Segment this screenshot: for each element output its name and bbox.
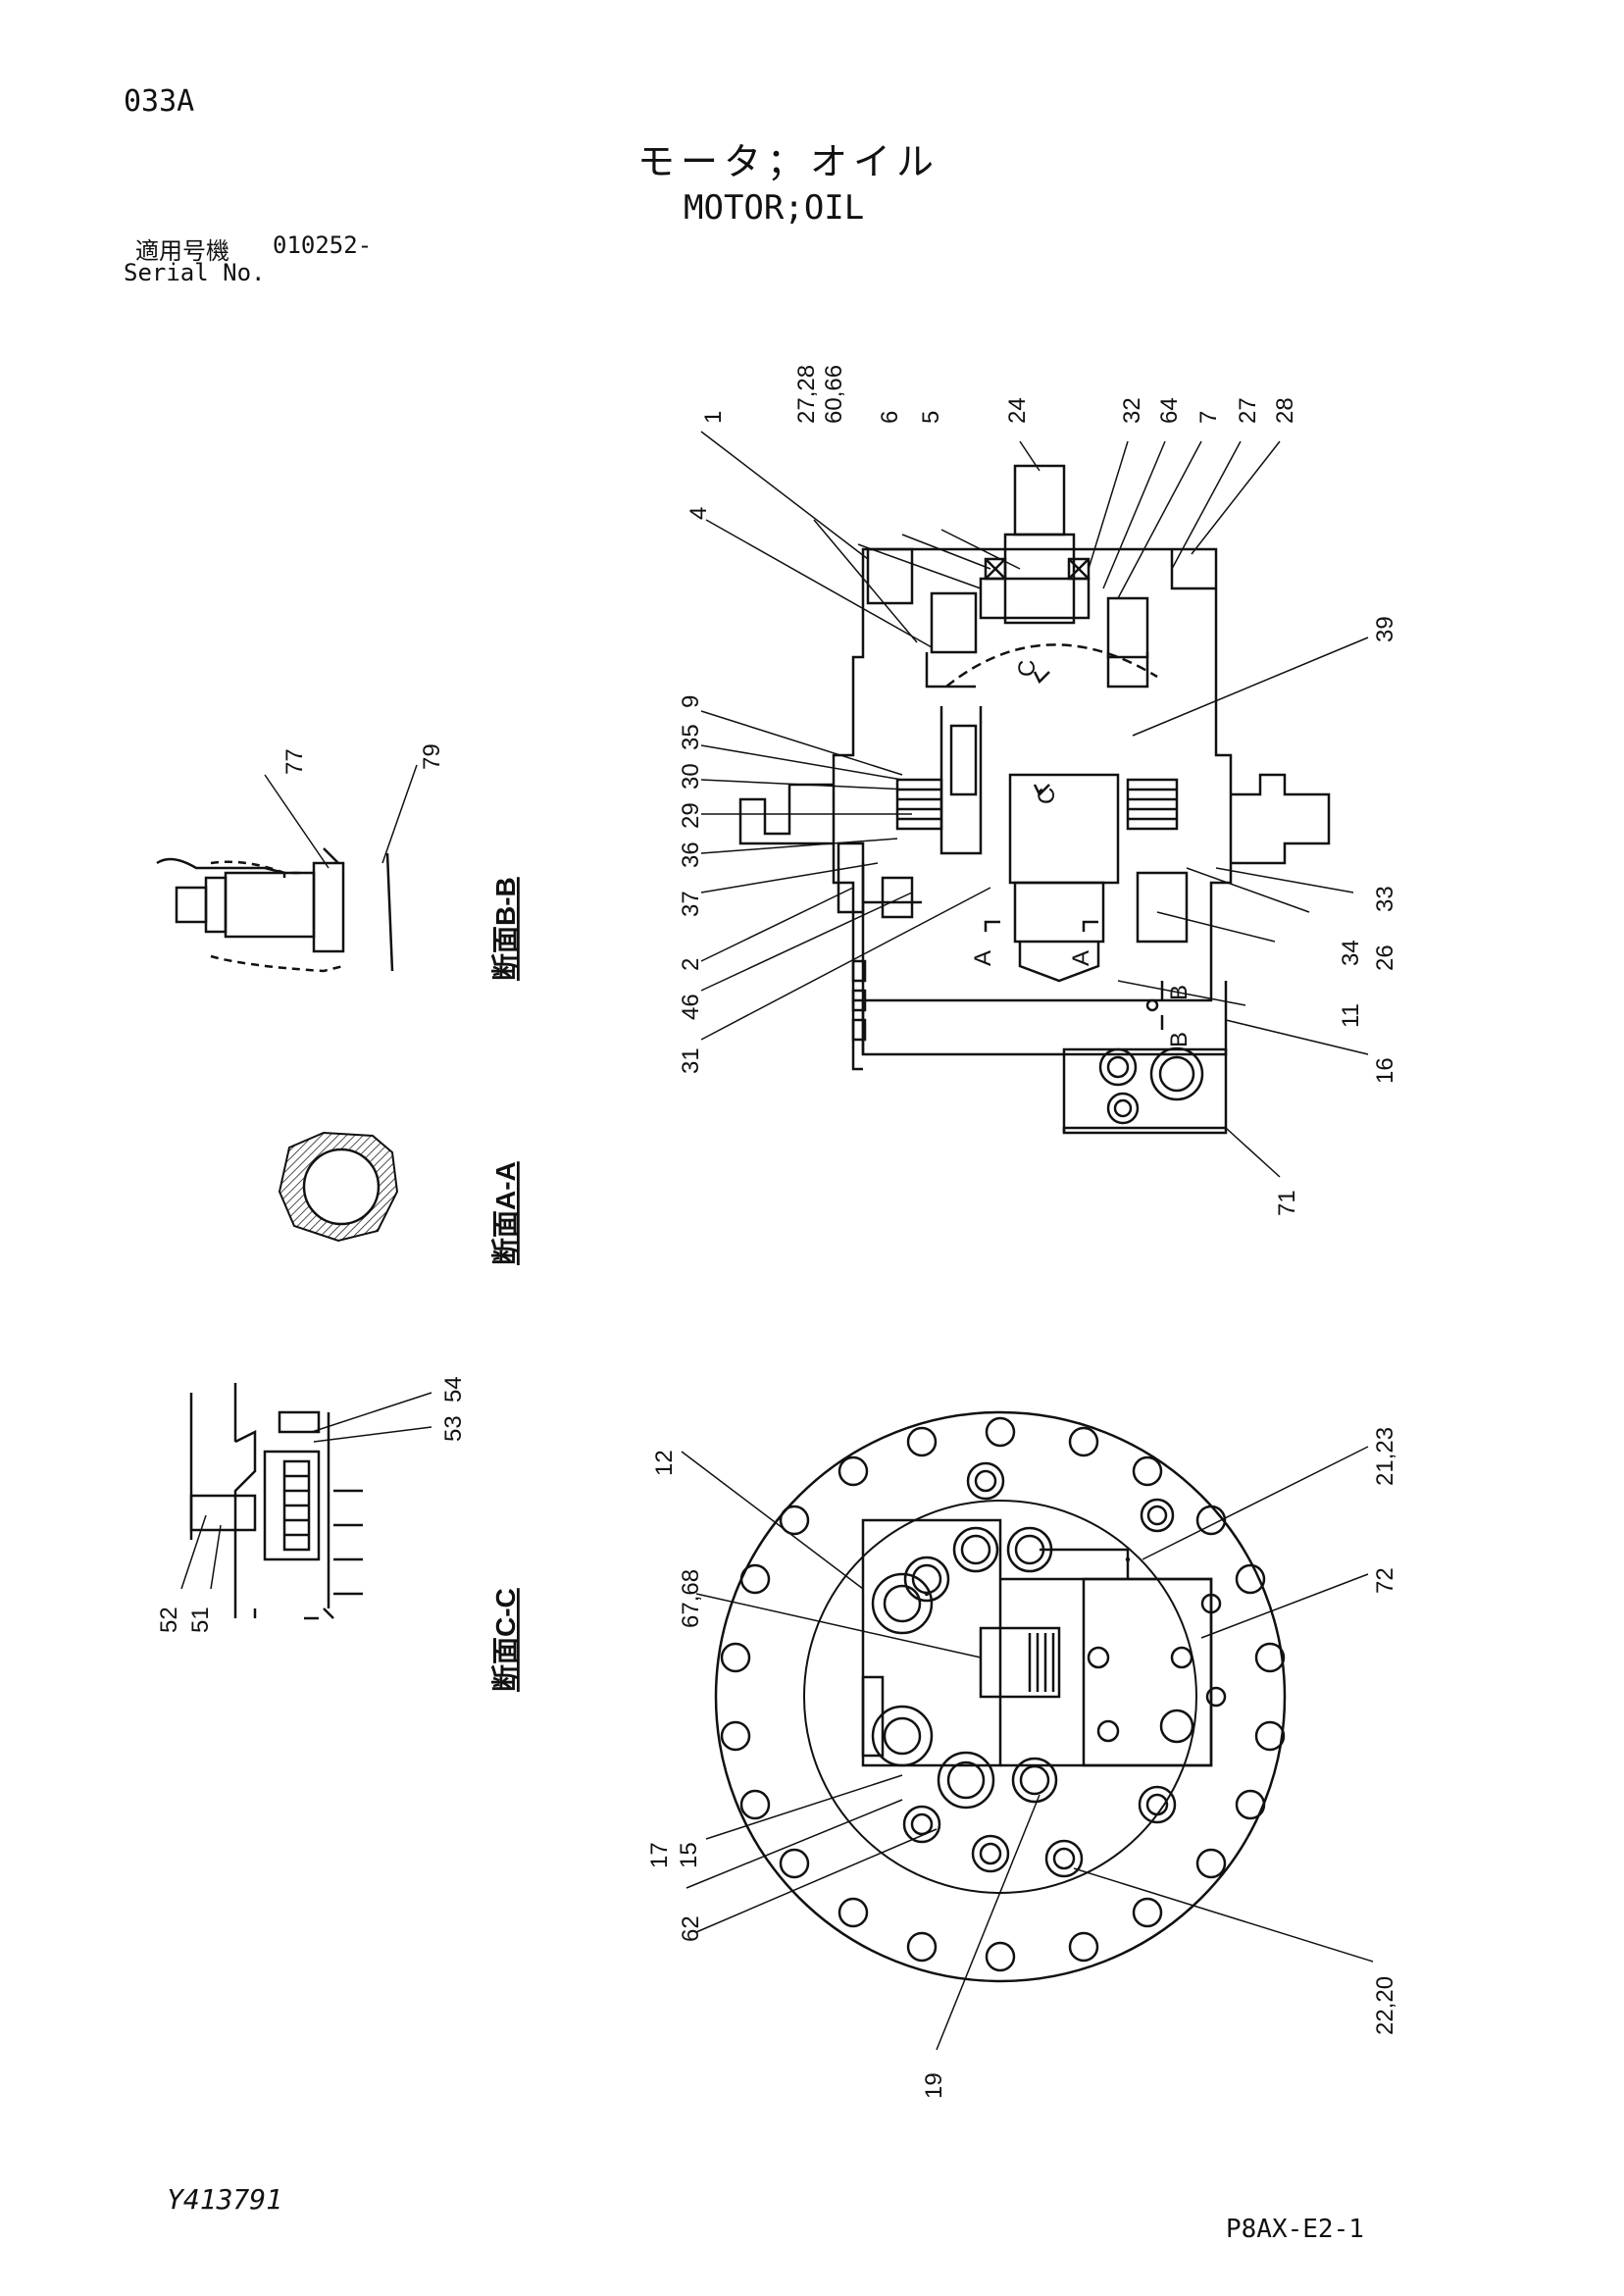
callout-29: 29 [678, 802, 704, 829]
callout-2: 2 [678, 958, 704, 971]
callout-19: 19 [921, 2072, 947, 2099]
section-markers: A A B B C C [970, 660, 1193, 1047]
callout-27-28: 27,28 [793, 365, 820, 424]
section-marker-c-mid: C [1034, 788, 1060, 804]
section-cc-view [180, 1383, 432, 1620]
section-bb-view [156, 764, 418, 973]
callout-71: 71 [1274, 1190, 1300, 1216]
flange-bolt-holes [720, 1416, 1286, 1972]
callout-37: 37 [678, 891, 704, 917]
callout-26: 26 [1372, 944, 1398, 971]
callout-67-68: 67,68 [678, 1569, 704, 1628]
callout-9: 9 [678, 695, 704, 708]
callout-46: 46 [678, 994, 704, 1020]
section-aa-label: 断面A-A [489, 1161, 521, 1265]
section-marker-c-top: C [1014, 660, 1040, 677]
callout-31: 31 [678, 1047, 704, 1074]
callout-32: 32 [1119, 397, 1145, 424]
callout-62: 62 [678, 1915, 704, 1942]
callout-72: 72 [1372, 1567, 1398, 1594]
callout-53: 53 [440, 1415, 467, 1442]
section-bb-label: 断面B-B [489, 877, 521, 981]
page-reference: P8AX-E2-1 [1226, 2215, 1364, 2244]
callout-54: 54 [440, 1376, 467, 1403]
document-id: Y413791 [167, 2183, 283, 2216]
callout-39: 39 [1372, 616, 1398, 642]
callout-12: 12 [651, 1450, 678, 1476]
callout-22-20: 22,20 [1372, 1976, 1398, 2035]
callout-5: 5 [918, 411, 944, 424]
callout-36: 36 [678, 842, 704, 868]
serial-value: 010252- [273, 231, 373, 259]
main-right-callouts: 39 33 34 26 11 16 71 [1274, 616, 1398, 1216]
main-leader-lines [700, 431, 1369, 1178]
callout-24: 24 [1004, 397, 1031, 424]
main-section-view [738, 464, 1331, 1135]
callout-79: 79 [419, 743, 445, 770]
flange-left-callouts: 12 67,68 17 15 62 19 [646, 1450, 947, 2099]
callout-4: 4 [685, 507, 712, 520]
section-cc-label: 断面C-C [489, 1588, 521, 1692]
callout-17: 17 [646, 1842, 673, 1868]
callout-30: 30 [678, 763, 704, 790]
flange-right-callouts: 21,23 72 22,20 [1372, 1427, 1398, 2035]
section-aa-view [278, 1131, 399, 1243]
serial-label-jp: 適用号機 [135, 237, 229, 265]
callout-35: 35 [678, 724, 704, 750]
page-code: 033A [124, 84, 195, 119]
callout-7: 7 [1195, 411, 1222, 424]
callout-51: 51 [187, 1607, 214, 1633]
callout-52: 52 [156, 1607, 182, 1633]
section-marker-a-left: A [970, 950, 996, 966]
callout-34: 34 [1338, 940, 1364, 966]
callout-60-66: 60,66 [821, 365, 847, 424]
main-top-callouts: 27,28 60,66 6 5 24 32 64 7 27 28 [793, 365, 1298, 424]
flange-leader-lines [681, 1446, 1374, 2051]
callout-33: 33 [1372, 886, 1398, 912]
serial-label-en: Serial No. [124, 259, 266, 286]
callout-28: 28 [1272, 397, 1298, 424]
section-marker-a-right: A [1068, 950, 1094, 966]
section-marker-b-bottom: B [1166, 1032, 1193, 1047]
callout-15: 15 [676, 1842, 702, 1868]
callout-11: 11 [1338, 1003, 1364, 1028]
callout-16: 16 [1372, 1057, 1398, 1084]
callout-64: 64 [1156, 397, 1183, 424]
callout-77: 77 [281, 748, 308, 775]
title-english: MOTOR;OIL [684, 188, 865, 228]
callout-1: 1 [700, 411, 727, 424]
flange-view [714, 1410, 1287, 1983]
callout-6: 6 [877, 411, 903, 424]
main-left-callouts: 1 4 9 35 30 29 36 37 2 46 31 [678, 411, 727, 1074]
title-japanese: モータ；オイル [637, 140, 940, 183]
callout-27: 27 [1235, 397, 1261, 424]
callout-21-23: 21,23 [1372, 1427, 1398, 1486]
